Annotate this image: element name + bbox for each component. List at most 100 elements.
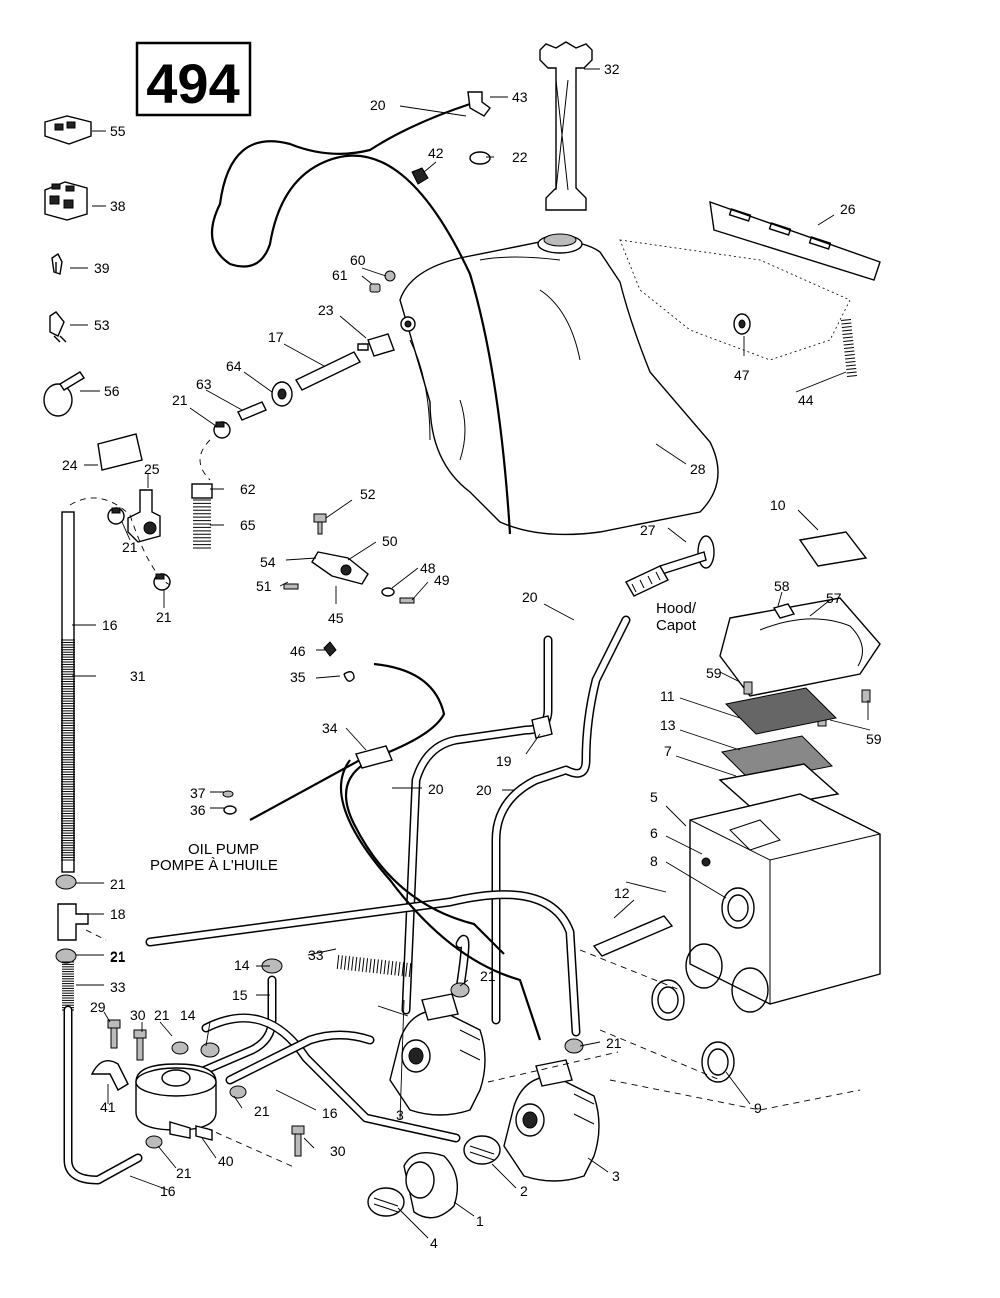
clamp-21-b	[153, 573, 171, 591]
callout-9: 9	[754, 1100, 762, 1116]
clamp-21-j	[564, 1038, 584, 1054]
callout-59: 59	[866, 731, 882, 747]
connector-55-icon	[44, 115, 92, 145]
callout-55: 55	[110, 123, 126, 139]
clamp-14-b	[200, 1042, 220, 1058]
primer-27	[625, 535, 715, 597]
callout-45: 45	[328, 610, 344, 626]
capot-label: Capot	[656, 617, 697, 634]
callout-36: 36	[190, 802, 206, 818]
callout-11: 11	[660, 688, 675, 704]
washer-36	[223, 805, 237, 815]
air-silencer-5	[685, 793, 881, 1013]
callout-22: 22	[512, 149, 528, 165]
clamp-21-f	[55, 948, 77, 964]
sleeve-9-a	[651, 979, 685, 1021]
callout-34: 34	[322, 720, 338, 736]
elbow-43	[467, 91, 491, 117]
sleeve-8	[721, 887, 755, 929]
choke-lever-45	[311, 551, 369, 585]
callout-20: 20	[476, 782, 492, 798]
callout-42: 42	[428, 145, 444, 161]
callout-29: 29	[90, 999, 106, 1015]
callout-47: 47	[734, 367, 750, 383]
clamp-4	[367, 1187, 405, 1217]
terminal-53-icon	[49, 311, 67, 343]
callout-27: 27	[640, 522, 656, 538]
callout-16: 16	[102, 617, 118, 633]
filter-11	[724, 687, 838, 735]
callout-18: 18	[110, 906, 126, 922]
callout-25: 25	[144, 461, 160, 477]
fitting-46	[323, 641, 337, 657]
callout-21: 21	[254, 1103, 270, 1119]
callout-17: 17	[268, 329, 284, 345]
callout-21: 21	[154, 1007, 170, 1023]
fitting-19	[531, 715, 553, 739]
fuel-hose-16	[61, 511, 75, 873]
junction-34	[355, 745, 393, 769]
callout-21: 21	[122, 539, 138, 555]
grommet-47	[733, 313, 751, 335]
callout-60: 60	[350, 252, 366, 268]
spring-33-a	[62, 961, 74, 1011]
callout-7: 7	[664, 743, 672, 759]
callout-50: 50	[382, 533, 398, 549]
callout-21: 21	[176, 1165, 192, 1181]
clamp-21-i	[229, 1085, 247, 1099]
callout-61: 61	[332, 267, 348, 283]
screw-52	[313, 513, 327, 535]
carburetor-3-b	[503, 1059, 600, 1182]
callout-56: 56	[104, 383, 120, 399]
bolt-30-b	[291, 1125, 305, 1157]
callout-21: 21	[172, 392, 188, 408]
tee-fitting-18	[57, 903, 89, 941]
leader-lines	[70, 68, 871, 1239]
fitting-23	[357, 333, 395, 357]
cable-tie-56-icon	[43, 371, 85, 417]
bolt-30-a	[133, 1029, 147, 1061]
callout-14: 14	[234, 957, 250, 973]
callout-20: 20	[522, 589, 538, 605]
washer-48	[381, 587, 395, 597]
bracket-12	[592, 915, 674, 957]
callout-4: 4	[430, 1235, 438, 1251]
clip-35	[343, 671, 355, 682]
screw-49	[399, 597, 415, 604]
callout-1: 1	[476, 1213, 484, 1229]
clip-61	[369, 283, 381, 293]
callout-39: 39	[94, 260, 110, 276]
screw-59-a	[743, 681, 753, 695]
terminal-39-icon	[51, 252, 63, 275]
decal-24	[97, 433, 143, 471]
callout-23: 23	[318, 302, 334, 318]
callout-57: 57	[826, 590, 842, 606]
fuel-pump	[135, 1063, 217, 1141]
clamp-21-d	[55, 874, 77, 890]
callout-65: 65	[240, 517, 256, 533]
clamp-21-c	[213, 421, 231, 439]
bolt-29	[107, 1019, 121, 1049]
callout-52: 52	[360, 486, 376, 502]
hood-label: Hood/	[656, 600, 697, 617]
callout-63: 63	[196, 376, 212, 392]
callout-28: 28	[690, 461, 706, 477]
callout-53: 53	[94, 317, 110, 333]
grommet-64	[271, 381, 293, 407]
connector-38-icon	[44, 181, 88, 221]
callout-26: 26	[840, 201, 856, 217]
callout-12: 12	[614, 885, 630, 901]
callout-62: 62	[240, 481, 256, 497]
callout-58: 58	[774, 578, 790, 594]
callout-10: 10	[770, 497, 786, 513]
fuel-gauge-32	[539, 41, 593, 211]
callout-14: 14	[180, 1007, 196, 1023]
callout-31: 31	[130, 668, 146, 684]
mount-plate-26	[619, 200, 881, 361]
callouts: 55 38 39 53 56 24 25 21 21 21 16 31 20 4…	[62, 61, 882, 1251]
callout-49: 49	[434, 572, 450, 588]
fitting-62	[191, 483, 213, 499]
carburetor-3-a	[389, 993, 486, 1116]
clamp-21-h	[171, 1041, 189, 1055]
